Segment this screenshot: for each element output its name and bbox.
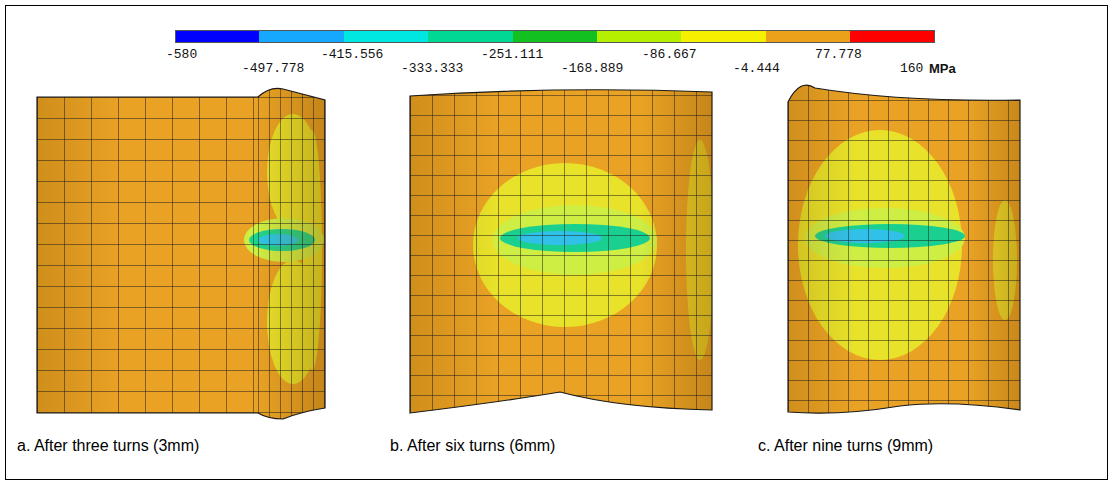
scale-value: -86.667 xyxy=(642,48,697,62)
scale-value: -251.111 xyxy=(481,48,543,62)
subfigure-caption: b. After six turns (6mm) xyxy=(390,437,555,455)
stress-contour-c xyxy=(780,70,1030,425)
subfigure-caption: a. After three turns (3mm) xyxy=(17,437,199,455)
subfigure-caption: c. After nine turns (9mm) xyxy=(758,437,933,455)
scale-value: -4.444 xyxy=(733,62,780,76)
color-bar xyxy=(175,30,935,43)
stress-contour-b xyxy=(400,80,720,425)
scale-value: -580 xyxy=(166,48,197,62)
scale-value: 77.778 xyxy=(815,48,862,62)
scale-value: -497.778 xyxy=(242,62,304,76)
scale-value: 160 xyxy=(900,62,923,76)
scale-value: -168.889 xyxy=(561,62,623,76)
scale-unit: MPa xyxy=(929,62,956,76)
figure-frame xyxy=(6,6,1108,480)
stress-contour-a xyxy=(30,80,330,425)
scale-value: -415.556 xyxy=(321,48,383,62)
scale-value: -333.333 xyxy=(401,62,463,76)
